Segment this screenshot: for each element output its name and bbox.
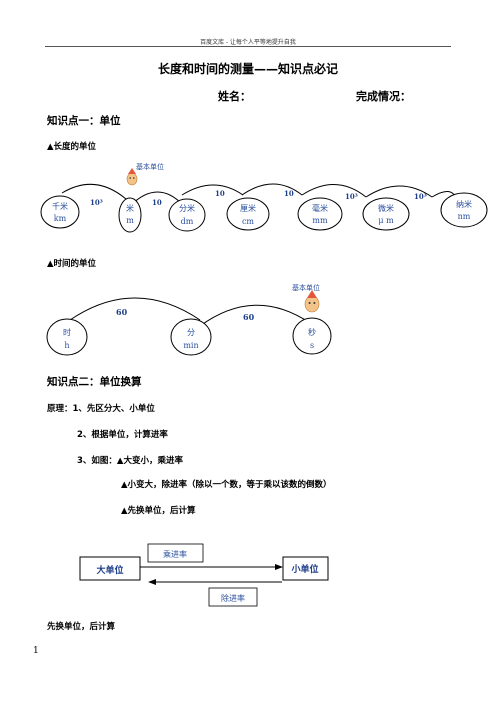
arrow-left-icon — [148, 579, 156, 585]
unit-nm-sym: nm — [458, 212, 471, 221]
section2-heading: 知识点二：单位换算 — [47, 376, 142, 388]
divide-label: 除进率 — [221, 593, 245, 603]
unit-s-sym: s — [310, 341, 314, 350]
page-header: 百度文库 - 让每个人平等地提升自我 — [200, 39, 296, 46]
divide-box — [208, 587, 258, 607]
footer-line: 先换单位，后计算 — [47, 622, 116, 632]
unit-dm-cn: 分米 — [179, 203, 195, 213]
unit-m-sym: m — [126, 216, 134, 225]
unit-m-cn: 米 — [126, 203, 134, 213]
mascot-icon — [304, 290, 320, 313]
multiply-label: 乘进率 — [163, 549, 187, 559]
factor-label: 60 — [243, 312, 255, 322]
principle-line-1: 原理：1、先区分大、小单位 — [47, 404, 155, 414]
factor-label: 10³ — [414, 192, 427, 201]
unit-km-sym: km — [54, 214, 67, 223]
unit-min-sym: min — [183, 341, 198, 350]
time-heading: ▲时间的单位 — [47, 259, 97, 269]
principle-line-5: ▲先换单位，后计算 — [121, 506, 196, 516]
unit-h-cn: 时 — [63, 327, 71, 337]
completion-label: 完成情况： — [356, 90, 411, 103]
small-unit-label: 小单位 — [290, 563, 318, 575]
unit-h-sym: h — [64, 341, 69, 350]
unit-cm-cn: 厘米 — [240, 203, 256, 213]
page-number: 1 — [33, 646, 39, 656]
big-unit-label: 大单位 — [96, 564, 123, 576]
small-unit-box — [282, 556, 329, 581]
name-label: 姓名： — [218, 90, 251, 103]
big-unit-box — [79, 556, 141, 581]
unit-min-cn: 分 — [187, 328, 195, 337]
time-units-diagram: 基本单位 60 60 时 h 分 min 秒 s — [46, 283, 332, 356]
principle-line-3: 3、如图：▲大变小，乘进率 — [77, 456, 183, 466]
unit-cm-sym: cm — [242, 217, 254, 226]
factor-label: 10 — [284, 189, 294, 198]
multiply-box — [147, 543, 204, 563]
factor-label: 10 — [215, 189, 225, 198]
principle-line-2: 2、根据单位，计算进率 — [77, 430, 168, 440]
unit-mm-cn: 毫米 — [312, 203, 328, 213]
factor-label: 60 — [116, 307, 128, 317]
conversion-diagram: 大单位 小单位 乘进率 除进率 — [79, 543, 329, 607]
unit-km-cn: 千米 — [52, 201, 68, 211]
length-heading: ▲长度的单位 — [47, 142, 97, 152]
unit-mm-sym: mm — [312, 216, 328, 225]
unit-s-cn: 秒 — [308, 327, 316, 337]
unit-dm-sym: dm — [181, 217, 194, 226]
unit-nm-cn: 纳米 — [456, 199, 472, 209]
unit-um-cn: 微米 — [378, 203, 394, 213]
factor-label: 10³ — [345, 192, 358, 201]
arrow-right-icon — [275, 564, 283, 570]
unit-um-sym: μ m — [378, 216, 394, 225]
factor-label: 10³ — [90, 198, 103, 207]
factor-label: 10 — [152, 198, 162, 207]
time-base-unit-label: 基本单位 — [292, 283, 320, 292]
principle-line-4: ▲小变大，除进率（除以一个数，等于乘以该数的倒数） — [121, 480, 332, 490]
base-unit-label: 基本单位 — [136, 162, 164, 171]
header-divider — [45, 46, 451, 47]
length-units-diagram: 基本单位 10³ 10 10 10 10³ 10³ 千米 km 米 — [40, 162, 488, 233]
section1-heading: 知识点一：单位 — [47, 115, 121, 127]
page-title: 长度和时间的测量——知识点必记 — [157, 62, 338, 76]
mascot-icon — [126, 168, 138, 186]
